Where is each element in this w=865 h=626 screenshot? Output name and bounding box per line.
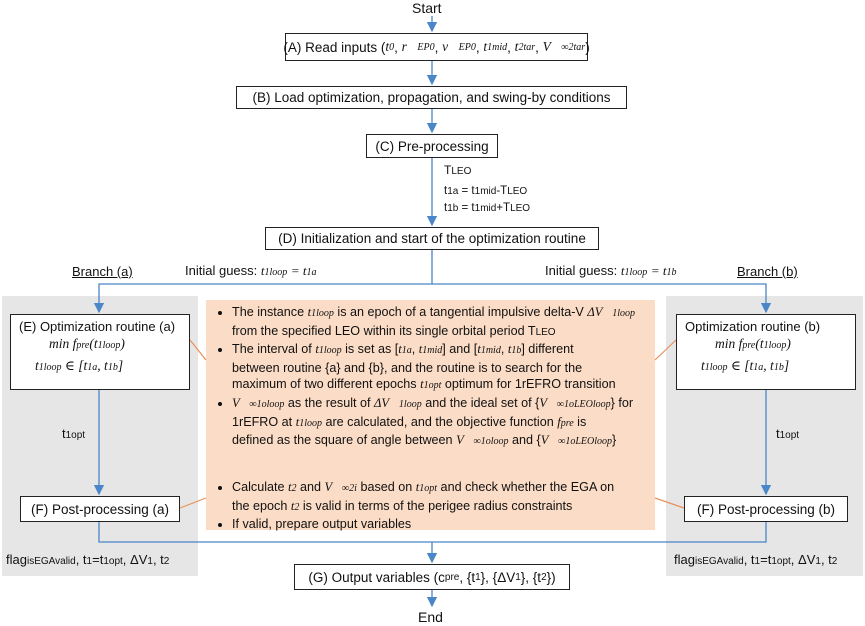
opt-a-title: (E) Optimization routine (a)	[19, 319, 176, 334]
topt-b-label: t1opt	[776, 426, 800, 441]
start-label: Start	[412, 0, 442, 16]
opt-b-title: Optimization routine (b)	[685, 319, 821, 334]
note-objective: V⃗∞1oloop as the result of ΔV⃗1loop and …	[232, 395, 647, 451]
branch-a-label: Branch (a)	[72, 264, 133, 279]
topt-a-label: t1opt	[62, 426, 86, 441]
node-optimization-b[interactable]: Optimization routine (b) min fpre(t1loop…	[676, 314, 856, 390]
post-processing-notes: Calculate t2 and V⃗∞2i based on t1opt an…	[206, 474, 655, 533]
note-interval: The interval of t1loop is set as [t1a, t…	[232, 341, 647, 395]
opt-a-constraint: t1loop ∈ [t1a, t1b]	[35, 358, 124, 373]
note-instance: The instance t1loop is an epoch of a tan…	[232, 304, 647, 341]
t1b-definition: t1b = t1mid+TLEO	[444, 202, 531, 214]
node-initialization[interactable]: (D) Initialization and start of the opti…	[265, 227, 599, 250]
initial-guess-a: Initial guess: t1loop = t1a	[185, 263, 317, 278]
note-calc-t2: Calculate t2 and V⃗∞2i based on t1opt an…	[232, 479, 647, 516]
note-if-valid: If valid, prepare output variables	[232, 516, 647, 533]
branch-b-label: Branch (b)	[737, 264, 798, 279]
branch-b-outputs: flagisEGAvalid, t1=t1opt, ΔV1, t2	[674, 552, 838, 567]
node-post-processing-a[interactable]: (F) Post-processing (a)	[20, 496, 180, 522]
initial-guess-b: Initial guess: t1loop = t1b	[545, 263, 677, 278]
node-load-conditions[interactable]: (B) Load optimization, propagation, and …	[236, 86, 627, 109]
node-optimization-a[interactable]: (E) Optimization routine (a) min fpre(t1…	[10, 314, 190, 390]
node-post-processing-b[interactable]: (F) Post-processing (b)	[684, 496, 848, 522]
t1a-definition: t1a = t1mid-TLEO	[444, 185, 528, 197]
opt-b-constraint: t1loop ∈ [t1a, t1b]	[701, 358, 790, 373]
opt-b-objective: min fpre(t1loop)	[715, 336, 791, 351]
optimization-notes: The instance t1loop is an epoch of a tan…	[206, 300, 655, 477]
node-pre-processing[interactable]: (C) Pre-processing	[366, 134, 498, 158]
opt-a-objective: min fpre(t1loop)	[49, 336, 125, 351]
branch-a-outputs: flagisEGAvalid, t1=t1opt, ΔV1, t2	[6, 552, 170, 567]
end-label: End	[418, 609, 443, 625]
tleo-label: TLEO	[444, 163, 472, 177]
